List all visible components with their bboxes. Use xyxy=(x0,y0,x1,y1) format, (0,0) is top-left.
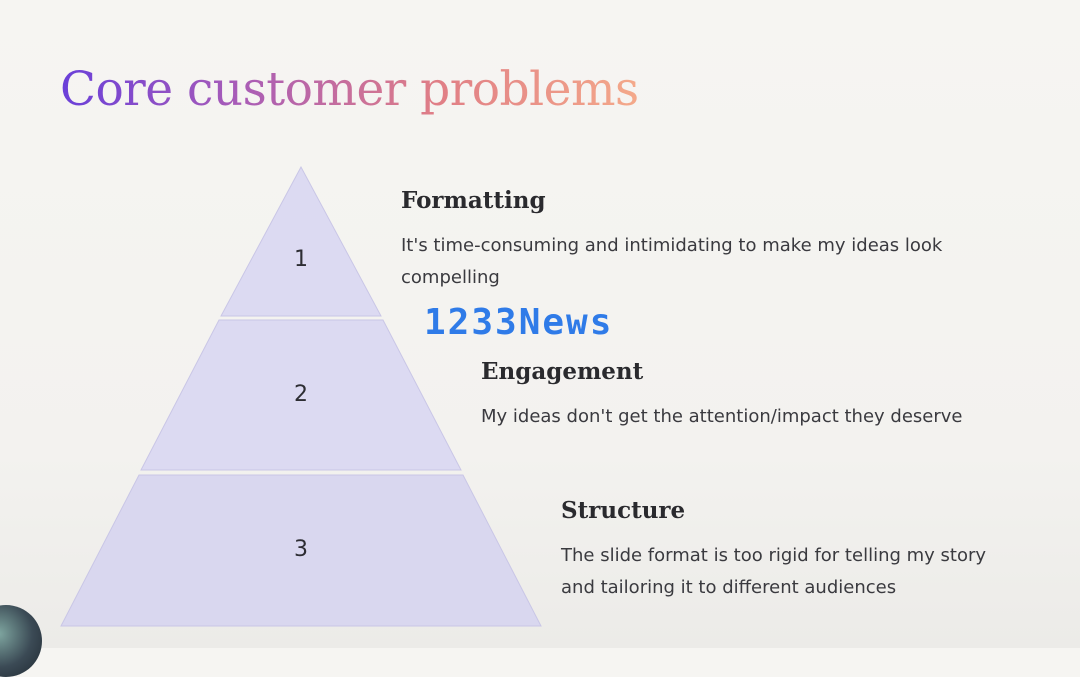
tier-number-2: 2 xyxy=(294,382,308,407)
tier-description-structure: The slide format is too rigid for tellin… xyxy=(561,545,987,598)
tier-number-1: 1 xyxy=(294,247,308,272)
tier-heading-formatting: Formatting xyxy=(401,187,546,214)
slide-title: Core customer problems xyxy=(60,62,639,117)
pyramid-tier-3 xyxy=(60,474,542,627)
pyramid-tier-2 xyxy=(140,319,462,471)
tier-heading-engagement: Engagement xyxy=(481,358,644,385)
tier-heading-structure: Structure xyxy=(561,497,686,524)
tier-description-engagement: My ideas don't get the attention/impact … xyxy=(481,406,963,427)
pyramid-tier-1 xyxy=(220,165,382,317)
tier-description-formatting: It's time-consuming and intimidating to … xyxy=(401,235,943,288)
tier-number-3: 3 xyxy=(294,537,308,562)
pyramid-diagram xyxy=(60,165,542,627)
watermark-logo: 1233News xyxy=(424,302,614,343)
